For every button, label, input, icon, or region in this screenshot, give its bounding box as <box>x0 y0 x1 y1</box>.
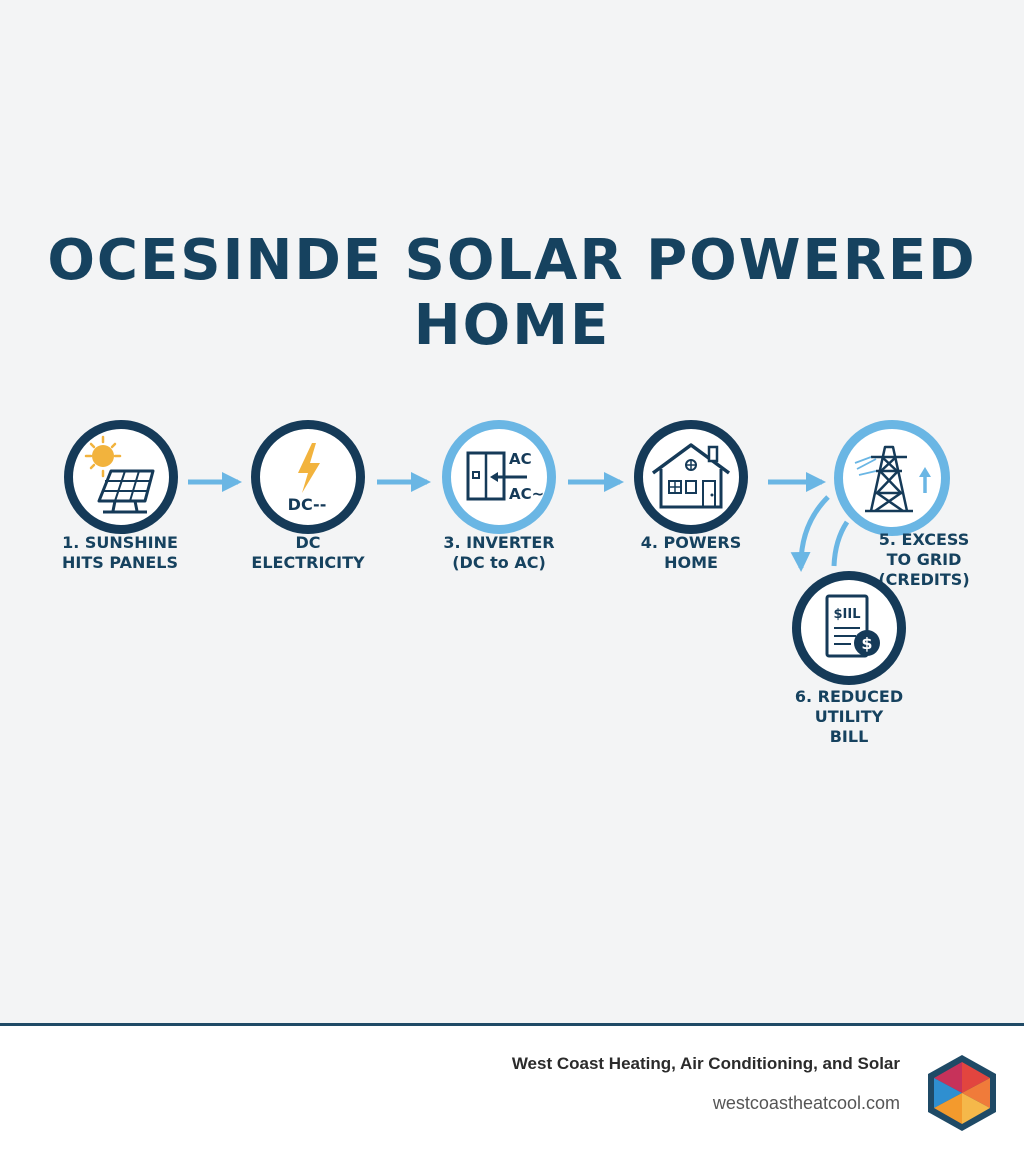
step-5-circle <box>834 420 950 536</box>
step-1-circle <box>64 420 178 534</box>
house-icon <box>651 443 731 509</box>
company-logo-icon <box>928 1055 996 1131</box>
step-4-label-line-1: 4. POWERS <box>640 533 742 552</box>
step-2-circle: DC-- <box>251 420 365 534</box>
arrow-6-to-5 <box>831 520 850 567</box>
step-3-label-line-2: (DC to AC) <box>452 553 546 572</box>
step-4-label-line-2: HOME <box>664 553 718 572</box>
step-5-label-line-1: 5. EXCESS <box>878 530 970 549</box>
inverter-ac-top-text: AC <box>509 450 532 468</box>
step-6-label-line-1: 6. REDUCED <box>794 687 904 706</box>
step-4-circle <box>634 420 748 534</box>
page-title: OCESINDE SOLAR POWERED HOME <box>47 228 977 358</box>
step-1-label: 1. SUNSHINE HITS PANELS <box>50 533 190 573</box>
step-5-label: 5. EXCESS TO GRID (CREDITS) <box>868 530 980 590</box>
step-4-label: 4. POWERS HOME <box>620 533 762 573</box>
step-6-label-line-3: BILL <box>829 727 869 746</box>
transmission-tower-icon <box>854 445 931 513</box>
step-3-label: 3. INVERTER (DC to AC) <box>428 533 570 573</box>
dc-icon-text: DC-- <box>288 495 327 514</box>
footer: West Coast Heating, Air Conditioning, an… <box>0 1023 1024 1154</box>
solar-panel-sun-icon <box>84 435 155 514</box>
arrow-5-to-6 <box>790 495 830 572</box>
step-6-label-line-2: UTILITY <box>814 707 884 726</box>
step-2-label-line-1: DC <box>295 533 321 552</box>
dollar-coin-icon: $ <box>861 634 872 653</box>
utility-bill-icon: $IIL $ <box>825 594 880 658</box>
company-name: West Coast Heating, Air Conditioning, an… <box>511 1054 900 1073</box>
step-2-label-line-2: ELECTRICITY <box>251 553 365 572</box>
step-2-label: DC ELECTRICITY <box>237 533 379 573</box>
website-link[interactable]: westcoastheatcool.com <box>712 1093 900 1113</box>
flow-arrows <box>188 472 850 572</box>
step-3-circle: AC AC~ <box>442 420 556 534</box>
step-6-circle: $IIL $ <box>792 571 906 685</box>
step-6-label: 6. REDUCED UTILITY BILL <box>778 687 920 747</box>
step-5-label-line-2: TO GRID <box>886 550 962 569</box>
inverter-ac-bottom-text: AC~ <box>509 485 544 503</box>
inverter-icon: AC AC~ <box>466 450 544 503</box>
step-1-label-line-1: 1. SUNSHINE <box>62 533 178 552</box>
step-3-label-line-1: 3. INVERTER <box>443 533 555 552</box>
bill-icon-text: $IIL <box>833 607 860 622</box>
step-1-label-line-2: HITS PANELS <box>61 553 179 572</box>
step-5-label-line-3: (CREDITS) <box>878 570 970 589</box>
lightning-bolt-icon: DC-- <box>288 443 327 514</box>
